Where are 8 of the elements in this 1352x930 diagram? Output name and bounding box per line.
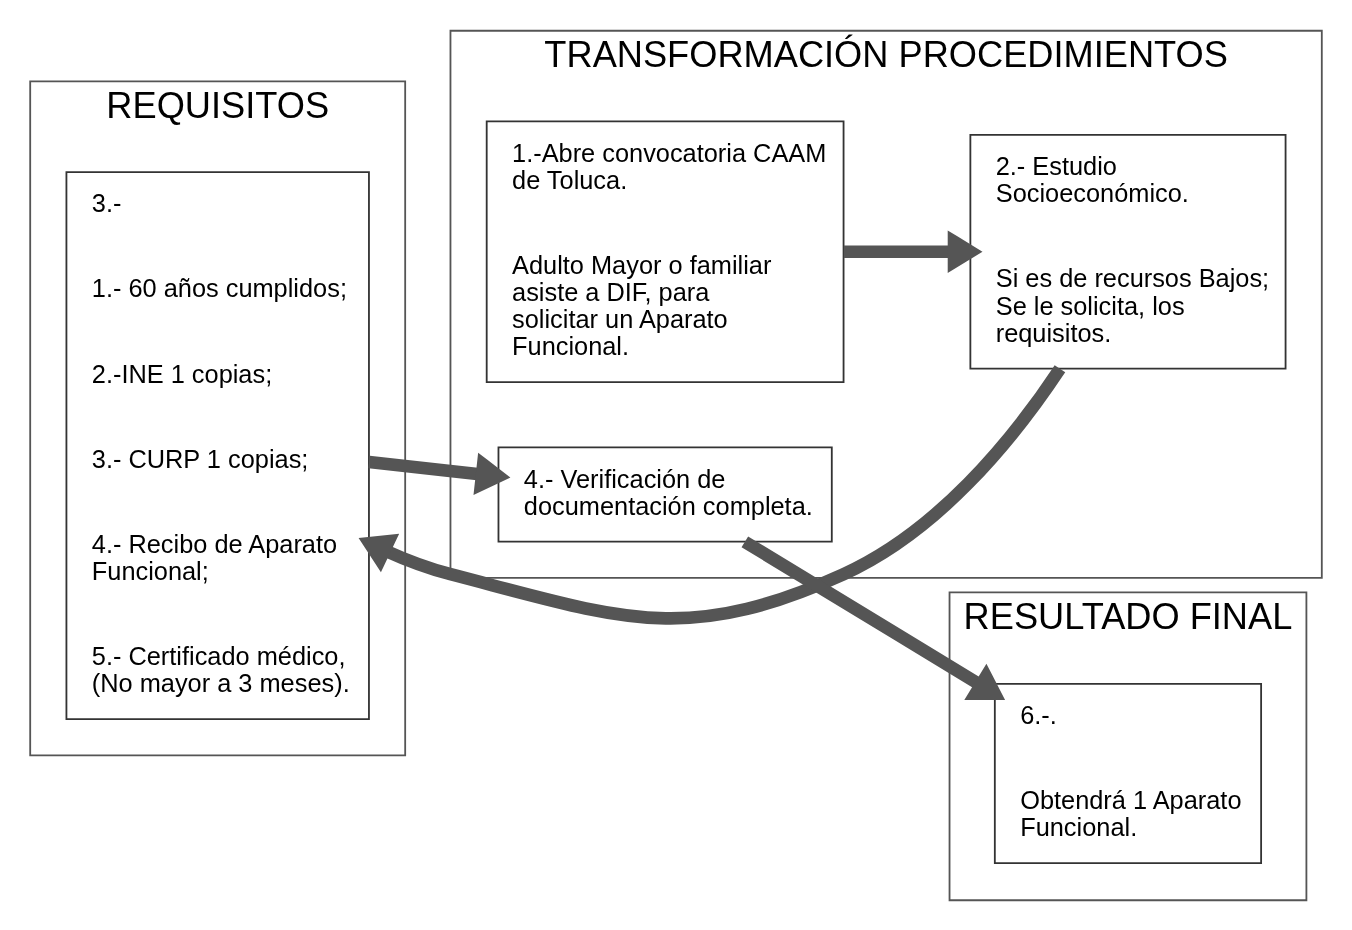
node-box: 2.- Estudio Socioeconómico. Si es de recursos Bajos; Se le solicita, los requisitos.	[969, 133, 1287, 369]
node-box: 1.-Abre convocatoria CAAM de Toluca. Adulto Mayor o familiar asiste a DIF, para solicitar un Aparato Funcional.	[485, 119, 845, 383]
arrow	[368, 452, 511, 495]
node-box: 3.- 1.- 60 años cumplidos; 2.-INE 1 copias; 3.- CURP 1 copias; 4.- Recibo de Aparato Funcional; 5.- Certificado médico, (No mayor a 3 meses).	[65, 170, 370, 720]
arrow	[358, 364, 1066, 625]
arrow	[843, 229, 983, 273]
node-box: 4.- Verificación de documentación completa.	[497, 445, 833, 542]
node-box: 6.-. Obtendrá 1 Aparato Funcional.	[993, 682, 1263, 864]
